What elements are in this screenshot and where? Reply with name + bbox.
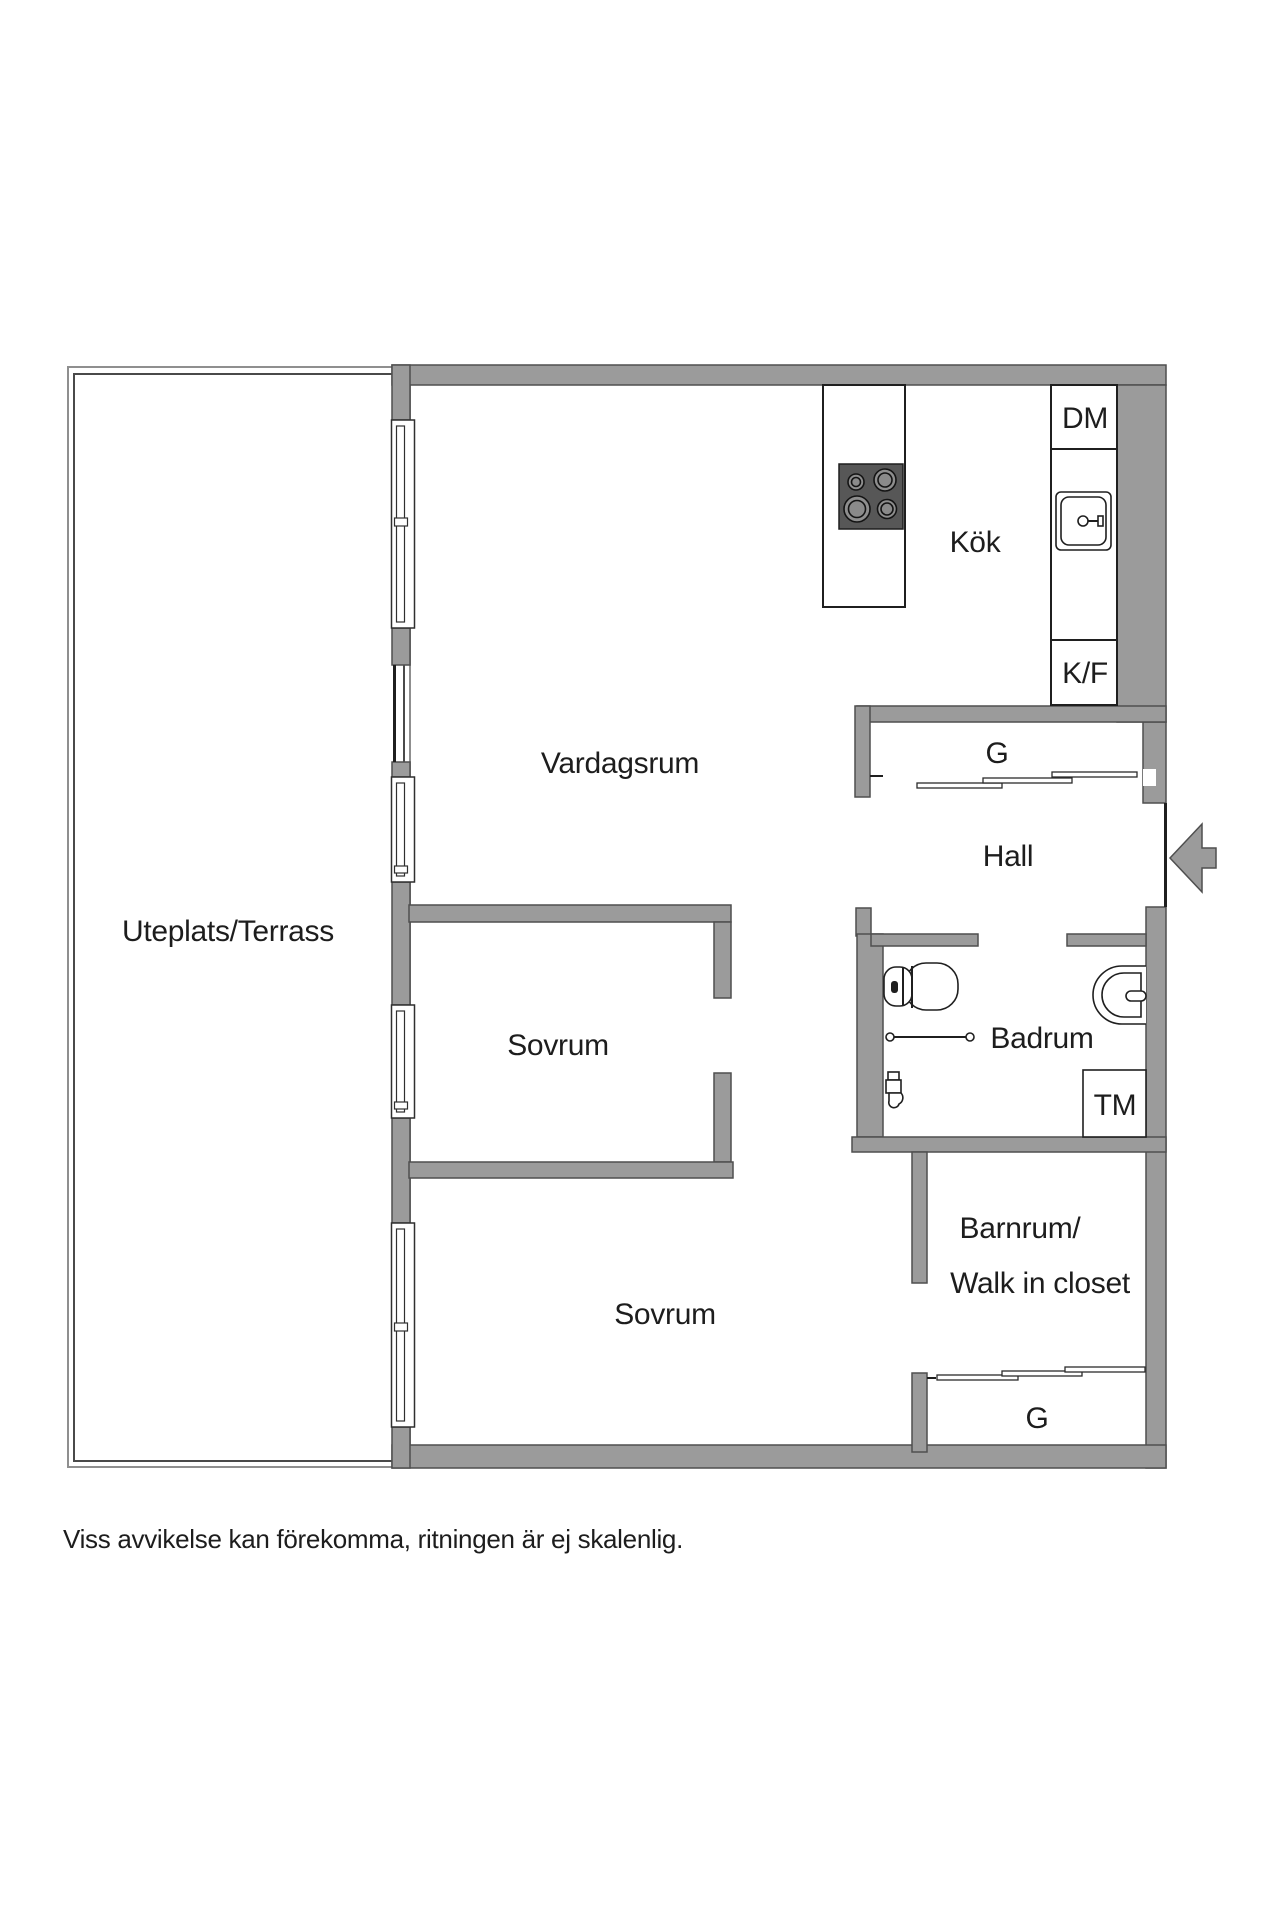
sliding-door-panel [916, 782, 1003, 789]
wall-bedroom1-right-upper [713, 921, 732, 999]
label-kidsroom-line2: Walk in closet [950, 1267, 1131, 1300]
label-terrace: Uteplats/Terrass [122, 915, 334, 948]
wall-left-seg6 [391, 1426, 411, 1469]
flush-button [891, 981, 898, 993]
tm-niche [1082, 1069, 1147, 1138]
wall-right-kitchen [1116, 384, 1167, 723]
window-3 [390, 1004, 416, 1119]
wall-left-seg2 [391, 627, 411, 666]
sliding-door-panel [936, 1374, 1019, 1381]
wall-left-seg5 [391, 1117, 411, 1224]
wall-kidsroom-left [911, 1151, 928, 1284]
wall-bathroom-top-right [1066, 933, 1147, 947]
label-hall-closet: G [985, 737, 1008, 770]
label-kidsroom-line1: Barnrum/ [960, 1212, 1082, 1245]
label-living-room: Vardagsrum [541, 747, 699, 780]
label-kids-closet: G [1025, 1402, 1048, 1435]
label-bedroom-2: Sovrum [614, 1298, 716, 1331]
disclaimer-text: Viss avvikelse kan förekomma, ritningen … [63, 1524, 683, 1554]
wall-bathroom-left [856, 933, 884, 1138]
terrace-glass-opening-line [393, 665, 396, 762]
hall-closet-doors [870, 769, 1156, 789]
faucet-icon [1077, 515, 1089, 527]
label-bathroom: Badrum [990, 1022, 1093, 1055]
entrance-threshold-line [1164, 803, 1167, 907]
label-hall: Hall [983, 840, 1033, 873]
entrance-arrow-icon [1168, 822, 1217, 894]
wall-right-hall [1142, 721, 1167, 804]
sliding-door-panel [1001, 1370, 1083, 1377]
kids-closet-doors [927, 1366, 1146, 1381]
wall-bottom [391, 1444, 1167, 1469]
toilet-icon [883, 962, 959, 1011]
wall-bathroom-bottom [851, 1136, 1167, 1153]
wall-left-seg4 [391, 881, 411, 1006]
stove-icon [838, 463, 904, 530]
wall-kids-closet-left-stub [911, 1372, 928, 1453]
floor-drain-icon [885, 1071, 904, 1109]
window-1 [390, 419, 416, 629]
wall-left-seg1 [391, 364, 411, 421]
label-dishwasher: DM [1062, 402, 1108, 435]
sliding-door-panel [1064, 1366, 1146, 1373]
label-bedroom-1: Sovrum [507, 1029, 609, 1062]
wall-bedroom1-top [408, 904, 732, 923]
label-kitchen: Kök [950, 526, 1002, 559]
door-jamb-notch [1143, 769, 1156, 786]
label-fridge-freezer: K/F [1062, 657, 1108, 690]
wall-right-lower [1145, 906, 1167, 1469]
burner-bottom-right [876, 498, 898, 520]
wall-hall-closet-top [856, 705, 1167, 723]
window-2 [390, 776, 416, 883]
window-4 [390, 1222, 416, 1428]
shower-rail-icon [885, 1032, 975, 1042]
wall-bedroom1-right-lower [713, 1072, 732, 1163]
wall-bathroom-top-left [870, 933, 979, 947]
kitchen-sink-icon [1055, 491, 1112, 551]
burner-top-right [873, 468, 897, 492]
sliding-door-panel [982, 777, 1073, 784]
label-washing-machine: TM [1094, 1089, 1137, 1122]
wall-hall-closet-left [854, 705, 871, 798]
burner-top-left [847, 473, 865, 491]
wall-hall-bath-left-upper [855, 907, 872, 937]
wall-left-seg3 [391, 761, 411, 778]
wall-top [391, 364, 1167, 386]
bathroom-sink-icon [1092, 965, 1147, 1025]
sliding-door-panel [1051, 771, 1138, 778]
wall-bedroom1-bottom [408, 1161, 734, 1179]
burner-bottom-left [843, 495, 871, 523]
interior-walls [408, 705, 1167, 1453]
